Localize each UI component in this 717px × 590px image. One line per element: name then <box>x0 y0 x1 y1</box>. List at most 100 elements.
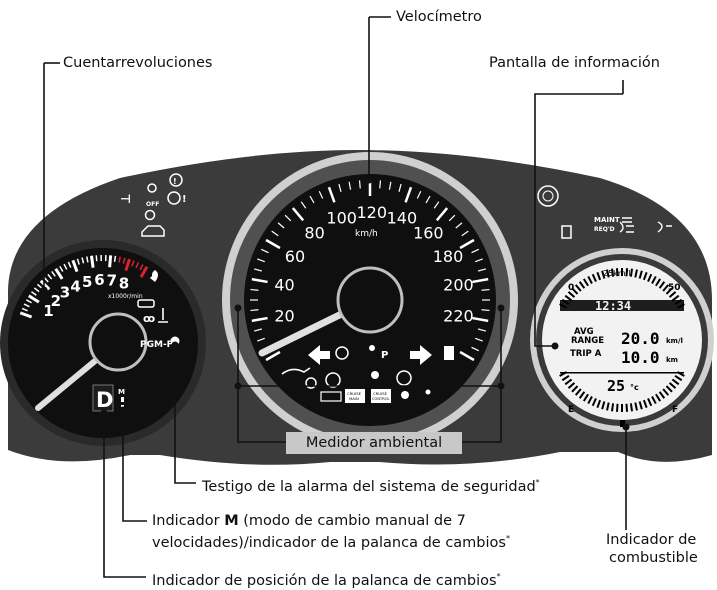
speedometer-tick <box>250 290 258 291</box>
speedometer-hub <box>338 268 402 332</box>
dot-tachometer <box>41 287 48 294</box>
label-m-indicator-prefix: Indicador <box>152 513 224 529</box>
asterisk-shift-position: * <box>497 572 501 581</box>
avg-fuel-economy-unit: km/l <box>666 337 683 345</box>
fuel-gauge-segment <box>631 403 632 411</box>
label-m-indicator-line2-text: velocidades)/indicador de la palanca de … <box>152 535 506 551</box>
tachometer-tick <box>92 256 94 268</box>
speedometer-tick-label: 40 <box>274 276 294 295</box>
dot-speedometer <box>366 177 373 184</box>
maint-reqd-icon: MAINT <box>594 216 620 224</box>
fuel-economy-scale-max: 50 <box>668 283 681 293</box>
label-speedometer: Velocímetro <box>396 8 482 26</box>
speedometer-tick <box>482 310 490 311</box>
fuel-gauge-segment <box>617 404 618 412</box>
brake-exclaim-icon: ! <box>182 194 187 205</box>
speedometer-tick-label: 60 <box>285 247 305 266</box>
tachometer-tick <box>110 255 111 267</box>
fuel-economy-scale-min: 0 <box>568 283 574 293</box>
fuel-gauge-empty-label: E <box>568 405 574 415</box>
fuel-gauge-segment <box>612 403 613 411</box>
label-m-indicator-line1: Indicador M (modo de cambio manual de 7 <box>152 512 466 530</box>
info-divider <box>560 372 684 374</box>
dot-info-display <box>552 343 559 350</box>
cruise-control-line2: CONTROL <box>372 397 390 401</box>
tachometer-tick-label: 7 <box>107 272 117 290</box>
dot-shift-position <box>101 410 108 417</box>
label-m-indicator-rest: (modo de cambio manual de 7 <box>239 513 466 529</box>
dot-fuel-gauge <box>623 424 630 431</box>
label-security-alarm-text: Testigo de la alarma del sistema de segu… <box>202 479 536 495</box>
fuel-gauge-segment <box>626 404 627 412</box>
label-information-display: Pantalla de información <box>489 54 660 72</box>
dot-security-alarm <box>172 342 179 349</box>
seat-belt-reminder-icon <box>401 391 409 399</box>
speedometer-tick-label: 100 <box>326 208 357 227</box>
label-ambient-meter: Medidor ambiental <box>286 432 462 454</box>
speedometer-tick-label: 180 <box>433 247 464 266</box>
tachometer-hub <box>90 314 146 370</box>
shift-up-indicator <box>121 397 124 402</box>
trip-a-unit: km <box>666 356 678 364</box>
tachometer-tick-label: 6 <box>94 271 104 289</box>
label-shift-position-text: Indicador de posición de la palanca de c… <box>152 573 497 589</box>
speedometer-tick-label: 200 <box>443 276 474 295</box>
fuel-economy-segment <box>631 269 632 277</box>
srs-airbag-icon <box>371 371 379 379</box>
clock-display: 12:34 <box>595 299 631 313</box>
trip-a-label: TRIP A <box>570 349 602 359</box>
label-tachometer: Cuentarrevoluciones <box>63 54 212 72</box>
speedometer-tick-label: 80 <box>304 224 324 243</box>
outside-temperature-unit: °c <box>630 383 639 392</box>
range-label: RANGE <box>571 336 604 346</box>
shift-position-display: D <box>96 388 113 412</box>
information-display: 25km/l 0 50 12:34 AVG RANGE 20.0 km/l TR… <box>530 248 714 432</box>
asterisk-m-indicator: * <box>506 534 510 543</box>
maint-reqd-icon-line2: REQ'D <box>594 226 615 233</box>
low-oil-pressure-icon: ⊣ <box>120 192 131 206</box>
dot-ambient-cross-right <box>498 383 505 390</box>
speedometer-tick <box>360 180 361 188</box>
glow-plug-icon: ꝏ <box>143 312 155 325</box>
cruise-main-line2: MAIN <box>349 396 359 401</box>
outside-temperature-value: 25 <box>607 377 625 395</box>
tachometer-unit: x1000r/min <box>108 293 143 300</box>
dot-ambient-cross-left <box>235 383 242 390</box>
dot-ambient-right <box>498 305 505 312</box>
speedometer-tick-label: 160 <box>413 224 444 243</box>
m-mode-indicator: M <box>118 388 125 396</box>
label-m-indicator-line2: velocidades)/indicador de la palanca de … <box>152 530 510 552</box>
trip-a-value: 10.0 <box>621 348 660 367</box>
avg-fuel-economy-value: 20.0 <box>621 329 660 348</box>
speedometer-tick <box>380 180 381 188</box>
label-fuel-gauge-line1: Indicador de <box>606 531 696 549</box>
speedometer-tick-label: 220 <box>443 306 474 325</box>
speedometer-tick <box>250 310 258 311</box>
tachometer-tick <box>115 256 116 262</box>
headlight-high-beam-icon <box>444 346 454 360</box>
speedometer-unit: km/h <box>355 229 378 239</box>
label-fuel-gauge-line2: combustible <box>609 549 698 567</box>
speedometer-tick-label: 20 <box>274 306 294 325</box>
tpms-exclaim-icon: ! <box>173 177 177 186</box>
passenger-airbag-off-icon <box>369 345 375 351</box>
speedometer-tick-label: 120 <box>357 203 388 222</box>
cruise-control-line1: CRUISE <box>373 391 388 396</box>
passenger-airbag-p-icon: P <box>381 350 388 361</box>
tachometer-tick-label: 4 <box>70 277 80 295</box>
vsa-off-icon: OFF <box>146 201 159 208</box>
asterisk-security-alarm: * <box>536 478 540 487</box>
tachometer-tick-label: 5 <box>82 273 92 291</box>
speedometer-tick <box>482 290 490 291</box>
dot-m-indicator <box>120 407 127 414</box>
label-shift-position: Indicador de posición de la palanca de c… <box>152 568 501 590</box>
label-security-alarm: Testigo de la alarma del sistema de segu… <box>202 474 540 496</box>
tachometer-tick-label: 8 <box>119 274 129 292</box>
label-m-indicator-bold: M <box>224 513 238 529</box>
fuel-economy-scale-label: 25km/l <box>603 269 631 278</box>
fuel-gauge-full-label: F <box>672 405 678 415</box>
dot-ambient-left <box>235 305 242 312</box>
tachometer-tick-label: 3 <box>60 284 70 302</box>
